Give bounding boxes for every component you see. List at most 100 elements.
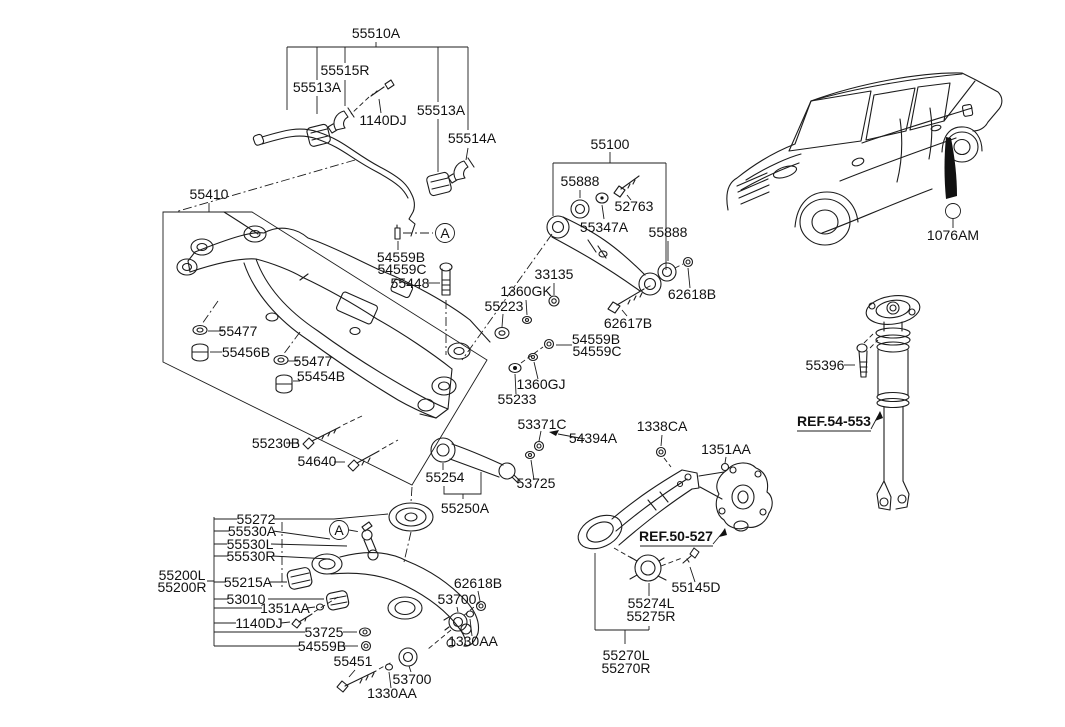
trailing-arm-assembly: 1338CA 1351AA REF.50-527 55145D 55274L 5… xyxy=(577,418,773,676)
part-label: 55270L xyxy=(603,647,650,663)
part-label: 52763 xyxy=(615,198,654,214)
bushing-53700-bottom xyxy=(398,647,418,673)
bolt-55396 xyxy=(844,333,879,378)
nut-54559b-lower xyxy=(360,640,372,652)
part-label: 53725 xyxy=(517,475,556,491)
bushing-55274 xyxy=(613,547,683,582)
part-label: 55477 xyxy=(219,323,258,339)
bushing-55215a xyxy=(286,567,313,590)
assist-arm-body xyxy=(546,215,662,296)
part-label: 54559B xyxy=(572,331,620,347)
part-label: 62617B xyxy=(604,315,652,331)
part-label: 55272 xyxy=(237,511,276,527)
shock-boot xyxy=(875,321,911,353)
nut-1351aa-right xyxy=(720,456,730,472)
part-label: 55200R xyxy=(157,579,206,595)
stabilizer-link-55530: A xyxy=(281,520,379,588)
part-label: 55514A xyxy=(448,130,497,146)
ref-link-54-553[interactable]: REF.54-553 xyxy=(797,411,883,432)
lower-arm-assembly: 55272 55530A 55530L 55530R 55200L 55200R… xyxy=(157,486,502,701)
part-label: 1338CA xyxy=(637,418,688,434)
part-label: 55145D xyxy=(671,579,720,595)
washer-55223 xyxy=(494,313,510,340)
part-label: 53371C xyxy=(517,416,566,432)
arrow-54394a xyxy=(549,430,586,440)
ref-link-50-527[interactable]: REF.50-527 xyxy=(639,528,727,547)
part-label: 1360GK xyxy=(500,283,552,299)
part-label: 55250A xyxy=(441,500,490,516)
spring-pad-55272 xyxy=(388,486,434,563)
part-label: 54559B xyxy=(298,638,346,654)
part-label: 55530A xyxy=(228,523,277,539)
part-label: 55274L xyxy=(628,595,675,611)
shock-absorber-assembly: 55396 REF.54-553 xyxy=(797,295,921,511)
part-label: 55451 xyxy=(334,653,373,669)
part-label: 55515R xyxy=(320,62,369,78)
bolt-54640 xyxy=(334,439,399,472)
part-label: 55200L xyxy=(159,567,206,583)
part-label: 55270R xyxy=(601,660,650,676)
nut-62618b xyxy=(674,256,694,289)
part-label: 55477 xyxy=(294,353,333,369)
nut-54559-mid xyxy=(543,338,572,350)
washer-1360gk xyxy=(521,299,533,325)
bolt-55448 xyxy=(428,262,453,355)
nut-53371c xyxy=(533,430,545,452)
vehicle-illustration: 1076AM xyxy=(726,72,1003,246)
crossmember-body xyxy=(176,211,491,419)
bushing-55888-right xyxy=(657,262,677,282)
bolt-62617b xyxy=(607,284,653,317)
nut-62618b-lower xyxy=(475,590,487,612)
bushing-55888-left-bore xyxy=(574,203,586,215)
location-pointer-wedge xyxy=(944,137,961,228)
part-label: 55513A xyxy=(293,79,342,95)
washer-53725-rear xyxy=(524,450,536,481)
part-label: 55275R xyxy=(626,608,675,624)
plug-55233 xyxy=(508,346,544,395)
washer-53725-lower xyxy=(358,627,372,637)
part-label: 54394A xyxy=(569,430,618,446)
lower-arm-body xyxy=(311,552,480,648)
detail-marker-a: A xyxy=(440,225,450,241)
assist-arm-assembly: 55100 55888 55347A 52763 55888 xyxy=(461,136,716,361)
bolt-55451 xyxy=(336,661,393,693)
mount-bushings xyxy=(191,300,301,394)
washer-1330aa-right xyxy=(465,610,475,637)
stabilizer-bushing-right xyxy=(426,157,475,197)
part-label: 55530R xyxy=(226,548,275,564)
part-label: 53700 xyxy=(438,591,477,607)
mid-fasteners: 33135 1360GK 55223 54559B 54559C 1360GJ … xyxy=(485,266,622,407)
part-label: 55215A xyxy=(224,574,273,590)
bolt-1140dj-lower xyxy=(291,596,339,629)
part-label: 54559C xyxy=(377,261,426,277)
part-label: 55530L xyxy=(227,536,274,552)
part-label: 1140DJ xyxy=(359,112,406,128)
bolt-52763 xyxy=(613,175,640,201)
car-outline xyxy=(726,72,1003,246)
part-label: 1330AA xyxy=(367,685,417,701)
part-label: 1351AA xyxy=(701,441,751,457)
part-label: 55456B xyxy=(222,344,270,360)
part-label: 62618B xyxy=(668,286,716,302)
part-label: 1351AA xyxy=(260,600,310,616)
knuckle-ref50-527 xyxy=(698,462,773,532)
part-label: 55230B xyxy=(252,435,300,451)
part-label: 55347A xyxy=(580,219,629,235)
rear-arm-assembly: 53371C 54394A 53725 55254 55250A xyxy=(426,416,618,516)
part-label: 55888 xyxy=(649,224,688,240)
part-label: 54640 xyxy=(298,453,337,469)
part-label: 55513A xyxy=(417,102,466,118)
bolt-55230b xyxy=(286,415,363,450)
crossmember-assembly: 55410 A xyxy=(162,186,491,486)
part-label: 33135 xyxy=(535,266,574,282)
svg-text:REF.54-553: REF.54-553 xyxy=(797,413,871,429)
stabilizer-bushing-left xyxy=(306,107,355,147)
shock-clevis xyxy=(876,480,910,511)
part-label: 53725 xyxy=(305,624,344,640)
part-label: 55233 xyxy=(498,391,537,407)
part-label: 1330AA xyxy=(448,633,498,649)
part-label: 1076AM xyxy=(927,227,979,243)
bushing-55888-left xyxy=(570,199,590,219)
